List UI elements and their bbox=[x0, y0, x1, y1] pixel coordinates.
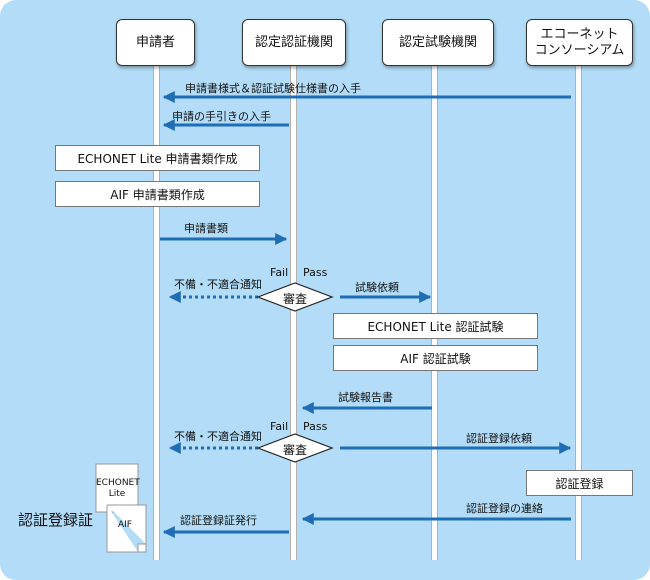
label-review-1: 審査 bbox=[283, 292, 308, 306]
box-aif-test-label: AIF 認証試験 bbox=[400, 351, 471, 366]
certificate-doc1-label: ECHONET Lite bbox=[96, 478, 140, 499]
actor-consortium-label: エコーネット コンソーシアム bbox=[534, 26, 625, 58]
label-fail-1: Fail bbox=[270, 266, 289, 279]
label-m3: 申請書類 bbox=[184, 222, 228, 235]
label-pass-2: Pass bbox=[303, 420, 328, 433]
label-reject1: 不備・不適合通知 bbox=[174, 278, 262, 291]
actor-cert-body: 認定認証機関 bbox=[242, 19, 346, 66]
actor-cert-body-label: 認定認証機関 bbox=[254, 34, 333, 50]
label-m5: 試験報告書 bbox=[338, 391, 393, 404]
certificate-doc2-label: AIF bbox=[118, 520, 132, 530]
label-fail-2: Fail bbox=[270, 420, 289, 433]
label-m1: 申請書様式＆認証試験仕様書の入手 bbox=[185, 82, 361, 95]
label-reject2: 不備・不適合通知 bbox=[174, 430, 262, 443]
actor-applicant-label: 申請者 bbox=[135, 34, 175, 50]
label-review-2: 審査 bbox=[283, 443, 308, 457]
box-aif-docs-label: AIF 申請書類作成 bbox=[110, 187, 205, 202]
lifeline-applicant bbox=[153, 66, 160, 560]
label-m4: 試験依頼 bbox=[355, 281, 399, 294]
box-registration-label: 認証登録 bbox=[555, 476, 604, 491]
actor-consortium: エコーネット コンソーシアム bbox=[526, 19, 633, 66]
actor-test-body: 認定試験機関 bbox=[382, 19, 494, 66]
review-diamond-1 bbox=[256, 282, 334, 312]
lifeline-cert-body bbox=[290, 66, 297, 560]
box-echonet-docs-label: ECHONET Lite 申請書類作成 bbox=[77, 151, 238, 166]
actor-test-body-label: 認定試験機関 bbox=[398, 34, 477, 50]
box-registration: 認証登録 bbox=[526, 470, 633, 496]
review-diamond-2 bbox=[256, 433, 334, 463]
certificate-doc-front bbox=[106, 504, 147, 553]
label-m7: 認証登録の連絡 bbox=[466, 502, 543, 515]
lifeline-consortium bbox=[575, 66, 582, 560]
label-m2: 申請の手引きの入手 bbox=[172, 110, 271, 123]
box-aif-docs: AIF 申請書類作成 bbox=[55, 181, 260, 207]
label-pass-1: Pass bbox=[303, 266, 328, 279]
label-m8: 認証登録証発行 bbox=[180, 514, 257, 527]
box-echonet-test-label: ECHONET Lite 認証試験 bbox=[367, 319, 504, 334]
box-echonet-test: ECHONET Lite 認証試験 bbox=[333, 313, 538, 339]
box-echonet-docs: ECHONET Lite 申請書類作成 bbox=[55, 145, 260, 171]
certificate-title: 認証登録証 bbox=[18, 511, 94, 529]
box-aif-test: AIF 認証試験 bbox=[333, 345, 538, 371]
actor-applicant: 申請者 bbox=[116, 19, 195, 66]
label-m6: 認証登録依頼 bbox=[466, 432, 532, 445]
